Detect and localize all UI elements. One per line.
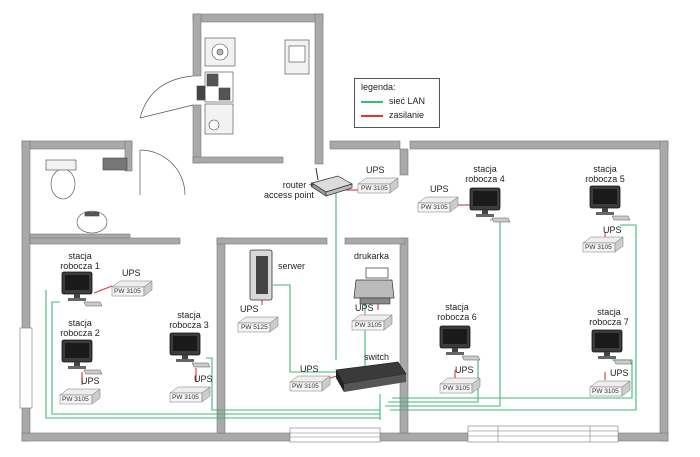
router-label-line1: router + <box>282 180 314 190</box>
ups-ws1-label: UPS <box>122 268 141 278</box>
legend-power-swatch <box>361 115 383 117</box>
ws2-label: stacja robocza 2 <box>55 318 105 339</box>
ups-ws6-label: UPS <box>455 365 474 375</box>
ups-switch-model: PW 3105 <box>292 383 319 390</box>
legend: legenda: sieć LAN zasilanie <box>354 78 440 128</box>
window-2 <box>467 425 619 443</box>
ups-ws4-label: UPS <box>430 184 449 194</box>
workstation-4-monitor-icon <box>469 187 511 223</box>
router-icon <box>311 167 353 197</box>
ups-server-label: UPS <box>240 304 259 314</box>
ws2-label-line2: robocza 2 <box>60 328 100 339</box>
ws3-label: stacja robocza 3 <box>164 310 214 331</box>
workstation-7-monitor-icon <box>591 329 633 365</box>
wall-bath-right <box>124 140 133 172</box>
wall-right <box>659 140 669 442</box>
ws3-label-line2: robocza 3 <box>169 320 209 331</box>
ws6-label: stacja robocza 6 <box>432 302 482 323</box>
legend-power-label: zasilanie <box>389 110 425 120</box>
workstation-6-monitor-icon <box>439 325 481 361</box>
workstation-5-monitor-icon <box>589 185 631 221</box>
wall-inner-b <box>216 237 226 434</box>
wall-top-mid <box>329 140 401 150</box>
ups-ws7-label: UPS <box>610 368 629 378</box>
ups-ws3-model: PW 3105 <box>172 394 199 401</box>
ups-router-label: UPS <box>366 165 385 175</box>
ups-printer-label: UPS <box>355 303 374 313</box>
bathroom-fixtures <box>45 157 128 234</box>
ws5-label-line1: stacja <box>593 164 617 174</box>
server-label: serwer <box>278 261 306 271</box>
ws5-label: stacja robocza 5 <box>580 164 630 185</box>
ws2-label-line1: stacja <box>68 318 92 328</box>
switch-icon <box>335 361 407 392</box>
legend-lan-swatch <box>361 101 383 103</box>
wall-kitchen-right <box>314 13 324 165</box>
ups-ws1-model: PW 3105 <box>114 288 141 295</box>
legend-title: legenda: <box>361 82 396 92</box>
ups-ws5-label: UPS <box>603 225 622 235</box>
printer-icon <box>353 267 395 305</box>
kitchen-fixtures <box>196 37 310 135</box>
ws4-label-line2: robocza 4 <box>465 174 505 185</box>
ups-ws3-label: UPS <box>194 374 213 384</box>
wall-inner-e <box>344 237 406 245</box>
legend-lan-label: sieć LAN <box>389 96 426 106</box>
router-label-line2: access point <box>263 190 314 201</box>
ws5-label-line2: robocza 5 <box>585 174 625 185</box>
workstation-1-monitor-icon <box>61 271 103 307</box>
ws3-label-line1: stacja <box>177 310 201 320</box>
ws7-label-line1: stacja <box>597 307 621 317</box>
ups-server-model: PW 5125 <box>241 324 268 331</box>
ws6-label-line2: robocza 6 <box>437 312 477 323</box>
wall-inner-f <box>399 148 409 176</box>
wall-inner-c <box>216 237 328 245</box>
ws1-label: stacja robocza 1 <box>55 251 105 272</box>
window-1 <box>289 427 381 443</box>
wall-inner-d <box>399 237 409 434</box>
window-left <box>19 327 33 409</box>
wall-top-right <box>409 140 669 150</box>
switch-label: switch <box>364 352 390 362</box>
ups-ws2-label: UPS <box>81 376 100 386</box>
ws1-label-line2: robocza 1 <box>60 261 100 272</box>
ups-switch-label: UPS <box>300 364 319 374</box>
ws7-label: stacja robocza 7 <box>584 307 634 328</box>
wall-top-left <box>21 140 133 150</box>
router-label: router + access point <box>258 180 314 201</box>
ups-ws2-model: PW 3105 <box>62 396 89 403</box>
ws1-label-line1: stacja <box>68 251 92 261</box>
wall-kitchen-bottom <box>192 156 284 164</box>
ws7-label-line2: robocza 7 <box>589 317 629 328</box>
ups-ws4-model: PW 3105 <box>421 204 448 211</box>
workstation-3-monitor-icon <box>169 332 211 368</box>
ws4-label: stacja robocza 4 <box>460 164 510 185</box>
doors <box>139 75 194 196</box>
ups-ws5-model: PW 3105 <box>585 244 612 251</box>
ups-ws6-model: PW 3105 <box>443 385 470 392</box>
server-icon <box>249 249 273 301</box>
ups-printer-model: PW 3105 <box>355 322 382 329</box>
ups-ws7-model: PW 3105 <box>592 388 619 395</box>
ws4-label-line1: stacja <box>473 164 497 174</box>
power-cables <box>81 189 606 385</box>
ups-router-model: PW 3105 <box>361 185 388 192</box>
printer-label: drukarka <box>354 251 390 261</box>
wall-kitchen-left <box>192 13 202 77</box>
ws6-label-line1: stacja <box>445 302 469 312</box>
wall-inner-a <box>29 237 181 245</box>
wall-kitchen-left-low <box>192 104 202 164</box>
wall-kitchen-top <box>192 13 324 23</box>
workstation-2-monitor-icon <box>61 339 103 375</box>
